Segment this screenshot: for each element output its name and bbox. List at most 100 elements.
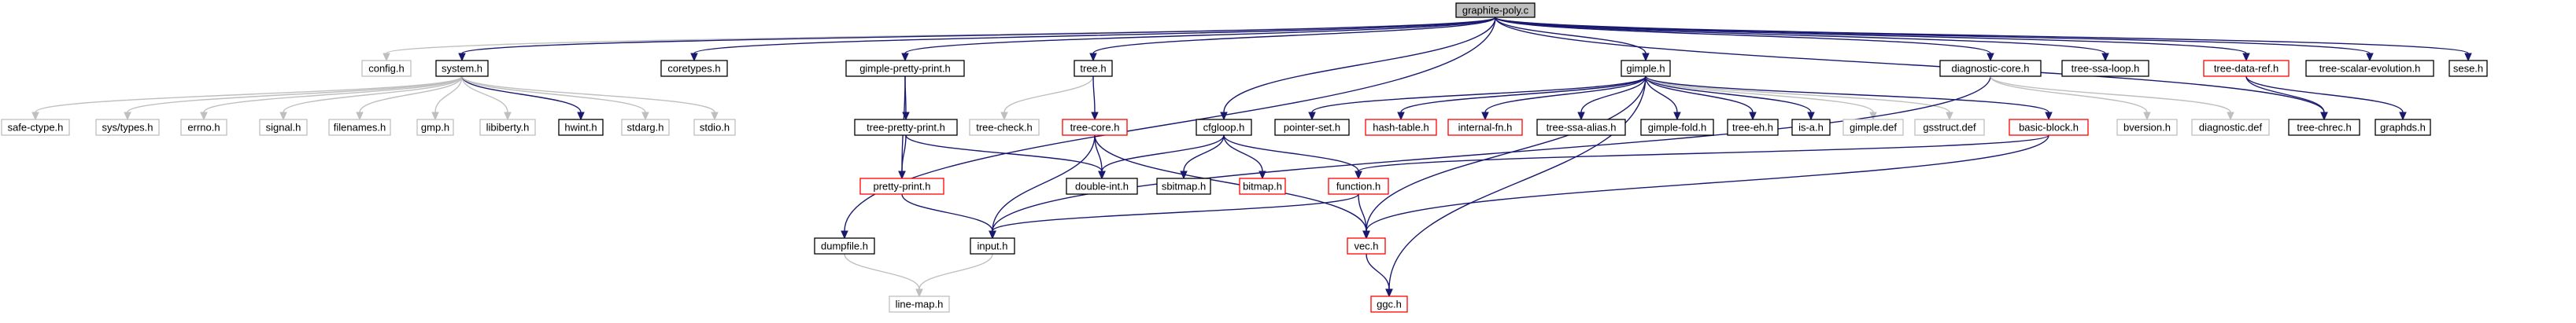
node-label: bitmap.h: [1243, 181, 1282, 193]
node-tree-eh-h[interactable]: tree-eh.h: [1727, 119, 1779, 136]
node-hash-table-h[interactable]: hash-table.h: [1365, 119, 1437, 136]
node-label: double-int.h: [1075, 181, 1129, 193]
node-bitmap-h[interactable]: bitmap.h: [1239, 178, 1286, 195]
edge-gimple-h-to-basic-block-h: [1645, 75, 2053, 121]
edge-basic-block-h-to-function-h: [1355, 134, 2049, 180]
node-gimple-h[interactable]: gimple.h: [1621, 60, 1671, 77]
node-config-h[interactable]: config.h: [361, 60, 412, 77]
node-label: stdio.h: [700, 122, 730, 134]
node-input-h[interactable]: input.h: [970, 237, 1015, 255]
node-gimple-fold-h[interactable]: gimple-fold.h: [1640, 119, 1714, 136]
node-hwint-h[interactable]: hwint.h: [558, 119, 604, 136]
node-tree-data-ref-h[interactable]: tree-data-ref.h: [2203, 60, 2290, 77]
edge-graphite-poly-c-to-coretypes-h: [690, 17, 1496, 62]
edge-graphite-poly-c-to-diagnostic-core-h: [1495, 17, 1994, 62]
node-gimple-def[interactable]: gimple.def: [1842, 119, 1904, 136]
node-label: sese.h: [2453, 63, 2483, 75]
edge-gimple-h-to-gsstruct-def: [1645, 75, 1953, 121]
edge-gimple-h-to-internal-fn-h: [1481, 75, 1646, 121]
node-label: hash-table.h: [1373, 122, 1429, 134]
node-label: tree-scalar-evolution.h: [2319, 63, 2421, 75]
edge-system-h-to-hwint-h: [461, 75, 585, 121]
node-label: sbitmap.h: [1162, 181, 1206, 193]
node-system-h[interactable]: system.h: [435, 60, 489, 77]
edge-diagnostic-core-h-to-bversion-h: [1990, 75, 2151, 121]
node-cfgloop-h[interactable]: cfgloop.h: [1196, 119, 1252, 136]
node-tree-chrec-h[interactable]: tree-chrec.h: [2288, 119, 2360, 136]
edge-graphite-poly-c-to-system-h: [458, 17, 1496, 62]
node-signal-h[interactable]: signal.h: [259, 119, 308, 136]
edge-system-h-to-stdio-h: [461, 75, 719, 121]
node-sese-h[interactable]: sese.h: [2448, 60, 2488, 77]
node-bversion-h[interactable]: bversion.h: [2116, 119, 2178, 136]
edge-diagnostic-core-h-to-input-h: [989, 75, 1991, 240]
edge-pretty-print-h-to-input-h: [901, 193, 996, 240]
node-filenames-h[interactable]: filenames.h: [328, 119, 391, 136]
node-label: pointer-set.h: [1284, 122, 1340, 134]
edge-graphite-poly-c-to-tree-ssa-loop-h: [1495, 17, 2109, 62]
edge-graphite-poly-c-to-tree-scalar-evolution-h: [1495, 17, 2374, 62]
node-function-h[interactable]: function.h: [1328, 178, 1389, 195]
edge-tree-pretty-print-h-to-pretty-print-h: [898, 134, 907, 180]
node-label: dumpfile.h: [821, 240, 868, 252]
node-tree-ssa-alias-h[interactable]: tree-ssa-alias.h: [1536, 119, 1626, 136]
node-errno-h[interactable]: errno.h: [180, 119, 227, 136]
node-sbitmap-h[interactable]: sbitmap.h: [1156, 178, 1211, 195]
node-libiberty-h[interactable]: libiberty.h: [479, 119, 536, 136]
node-safe-ctype-h[interactable]: safe-ctype.h: [1, 119, 70, 136]
node-tree-core-h[interactable]: tree-core.h: [1062, 119, 1128, 136]
node-gmp-h[interactable]: gmp.h: [416, 119, 454, 136]
node-basic-block-h[interactable]: basic-block.h: [2009, 119, 2089, 136]
node-pointer-set-h[interactable]: pointer-set.h: [1274, 119, 1350, 136]
node-diagnostic-core-h[interactable]: diagnostic-core.h: [1939, 60, 2042, 77]
node-label: system.h: [442, 63, 482, 75]
node-pretty-print-h[interactable]: pretty-print.h: [859, 178, 944, 195]
node-label: function.h: [1336, 181, 1380, 193]
node-label: tree-data-ref.h: [2214, 63, 2278, 75]
edge-cfgloop-h-to-sbitmap-h: [1180, 134, 1225, 180]
node-is-a-h[interactable]: is-a.h: [1791, 119, 1831, 136]
edge-system-h-to-safe-ctype-h: [31, 75, 463, 121]
node-tree-pretty-print-h[interactable]: tree-pretty-print.h: [854, 119, 958, 136]
node-tree-scalar-evolution-h[interactable]: tree-scalar-evolution.h: [2305, 60, 2434, 77]
node-tree-ssa-loop-h[interactable]: tree-ssa-loop.h: [2061, 60, 2149, 77]
edge-graphite-poly-c-to-sese-h: [1495, 17, 2472, 62]
node-label: cfgloop.h: [1203, 122, 1245, 134]
node-gsstruct-def[interactable]: gsstruct.def: [1914, 119, 1985, 136]
node-double-int-h[interactable]: double-int.h: [1066, 178, 1138, 195]
node-dumpfile-h[interactable]: dumpfile.h: [814, 237, 875, 255]
node-label: gsstruct.def: [1923, 122, 1976, 134]
node-label: gimple-fold.h: [1648, 122, 1706, 134]
node-tree-check-h[interactable]: tree-check.h: [969, 119, 1040, 136]
node-ggc-h[interactable]: ggc.h: [1370, 295, 1408, 313]
node-coretypes-h[interactable]: coretypes.h: [660, 60, 728, 77]
edge-cfgloop-h-to-function-h: [1223, 134, 1362, 180]
node-tree-h[interactable]: tree.h: [1074, 60, 1113, 77]
node-diagnostic-def[interactable]: diagnostic.def: [2191, 119, 2270, 136]
node-label: gimple-pretty-print.h: [859, 63, 951, 75]
node-label: line-map.h: [896, 299, 944, 310]
node-label: bversion.h: [2123, 122, 2171, 134]
node-vec-h[interactable]: vec.h: [1347, 237, 1386, 255]
node-label: config.h: [368, 63, 405, 75]
edge-graphite-poly-c-to-tree-chrec-h: [1495, 17, 2328, 121]
node-label: filenames.h: [334, 122, 386, 134]
node-internal-fn-h[interactable]: internal-fn.h: [1447, 119, 1523, 136]
node-graphds-h[interactable]: graphds.h: [2375, 119, 2431, 136]
node-label: sys/types.h: [102, 122, 153, 134]
node-line-map-h[interactable]: line-map.h: [889, 295, 950, 313]
edge-system-h-to-sys-types-h: [124, 75, 463, 121]
node-label: safe-ctype.h: [8, 122, 64, 134]
node-label: tree-eh.h: [1732, 122, 1773, 134]
node-stdarg-h[interactable]: stdarg.h: [621, 119, 670, 136]
node-stdio-h[interactable]: stdio.h: [693, 119, 736, 136]
node-sys-types-h[interactable]: sys/types.h: [95, 119, 160, 136]
node-label: graphds.h: [2380, 122, 2426, 134]
node-label: diagnostic-core.h: [1952, 63, 2030, 75]
node-label: basic-block.h: [2019, 122, 2079, 134]
node-label: internal-fn.h: [1458, 122, 1513, 134]
edge-basic-block-h-to-vec-h: [1362, 134, 2049, 240]
node-label: gimple.h: [1626, 63, 1665, 75]
node-gimple-pretty-print-h[interactable]: gimple-pretty-print.h: [845, 60, 965, 77]
